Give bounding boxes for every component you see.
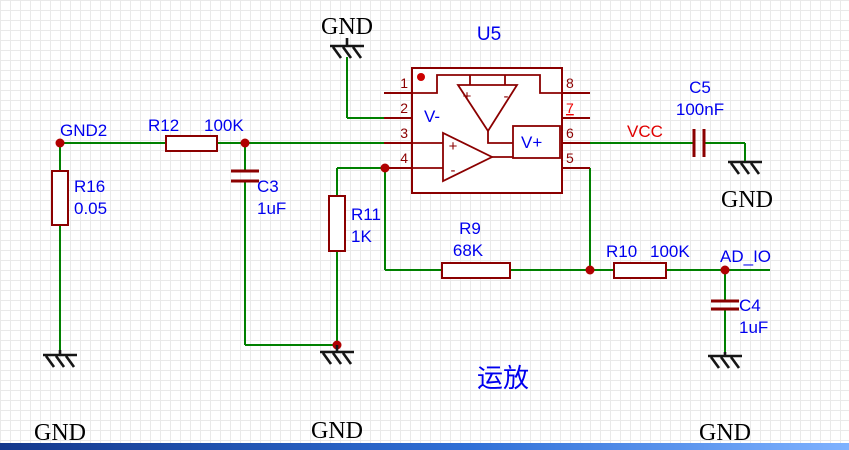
opamp-plus-sign: + <box>449 138 458 155</box>
annotation-opamp-text: 运放 <box>477 363 529 393</box>
value-c4: 1uF <box>739 318 768 337</box>
ground-hatch <box>729 162 741 175</box>
value-c3: 1uF <box>257 199 286 218</box>
component-labels: R12 100K R16 0.05 C3 1uF R11 1K R9 68K R… <box>74 78 768 393</box>
ground-symbol-bottom-left <box>43 350 77 368</box>
designator-r10: R10 <box>606 242 637 261</box>
ground-hatch <box>44 355 56 368</box>
resistor-r11-body <box>328 195 346 252</box>
ground-hatch <box>749 162 761 175</box>
ic-u5: + - + - U5 V- V+ 1 2 3 4 8 7 6 5 <box>384 24 590 194</box>
value-r12: 100K <box>204 116 244 135</box>
ic-designator: U5 <box>477 24 501 45</box>
net-label-gnd-bottom-left: GND <box>34 420 86 446</box>
pin-number-2: 2 <box>400 100 408 116</box>
net-label-gnd2: GND2 <box>60 121 107 140</box>
pin-number-6: 6 <box>566 125 574 141</box>
designator-r9: R9 <box>459 219 481 238</box>
net-label-gnd-top: GND <box>321 14 373 40</box>
resistors <box>51 135 667 279</box>
ground-hatch <box>739 162 751 175</box>
wires <box>59 57 770 352</box>
vplus-label: V+ <box>521 133 542 152</box>
ic-internal-line <box>487 131 513 144</box>
ground-hatch <box>64 355 76 368</box>
ground-hatch <box>351 46 363 59</box>
opamp-triangle-left <box>442 131 495 183</box>
capacitors <box>231 129 739 311</box>
pin-number-8: 8 <box>566 75 574 91</box>
ground-hatch <box>341 352 353 365</box>
ground-symbol-top <box>330 38 364 59</box>
net-label-gnd-right: GND <box>721 187 773 213</box>
ground-hatch <box>331 46 343 59</box>
pin1-marker-dot <box>417 73 425 81</box>
designator-r11: R11 <box>351 205 381 224</box>
value-r11: 1K <box>351 227 372 246</box>
net-label-gnd-bottom-middle: GND <box>311 418 363 444</box>
vminus-label: V- <box>424 107 440 126</box>
net-label-gnd-bottom-right: GND <box>699 420 751 446</box>
pin-number-1: 1 <box>400 75 408 91</box>
ground-hatch <box>341 46 353 59</box>
pin-number-4: 4 <box>400 150 408 166</box>
junction-dot <box>720 265 730 275</box>
ground-hatch <box>331 352 343 365</box>
vplus-box <box>512 125 561 159</box>
ground-hatch <box>709 356 721 369</box>
ground-symbol-bottom-right <box>708 352 742 369</box>
designator-c3: C3 <box>257 177 279 196</box>
value-r9: 68K <box>453 241 484 260</box>
junction-dot <box>380 163 390 173</box>
ground-hatch <box>719 356 731 369</box>
designator-c4: C4 <box>739 296 761 315</box>
designator-c5: C5 <box>689 78 711 97</box>
ground-symbol-bottom-middle <box>320 345 354 365</box>
net-labels: GND GND GND GND GND GND2 VCC AD_IO <box>34 14 773 446</box>
junction-dot <box>585 265 595 275</box>
value-r16: 0.05 <box>74 199 107 218</box>
ground-hatch <box>729 356 741 369</box>
pin-number-5: 5 <box>566 150 574 166</box>
value-r10: 100K <box>650 242 690 261</box>
pin-number-7: 7 <box>566 100 574 116</box>
designator-r16: R16 <box>74 177 105 196</box>
ground-symbol-right <box>728 160 762 175</box>
net-label-ad-io: AD_IO <box>720 247 771 266</box>
bottom-banner <box>0 443 849 450</box>
resistor-r12-body <box>165 135 218 152</box>
ic-internal-rail <box>412 74 562 94</box>
pin-number-3: 3 <box>400 125 408 141</box>
opamp-minus-sign: - <box>504 88 509 105</box>
opamp-minus-sign: - <box>451 162 456 179</box>
opamp-plus-sign: + <box>463 88 472 105</box>
ground-hatch <box>54 355 66 368</box>
junction-dot <box>240 138 250 148</box>
net-label-vcc: VCC <box>627 122 663 141</box>
designator-r12: R12 <box>148 116 179 135</box>
resistor-r9-body <box>441 262 511 279</box>
resistor-r10-body <box>613 262 667 279</box>
junction-dot <box>55 138 65 148</box>
opamp-triangle-top <box>456 84 519 133</box>
value-c5: 100nF <box>676 100 724 119</box>
resistor-r16-body <box>51 170 69 226</box>
ground-hatch <box>321 352 333 365</box>
